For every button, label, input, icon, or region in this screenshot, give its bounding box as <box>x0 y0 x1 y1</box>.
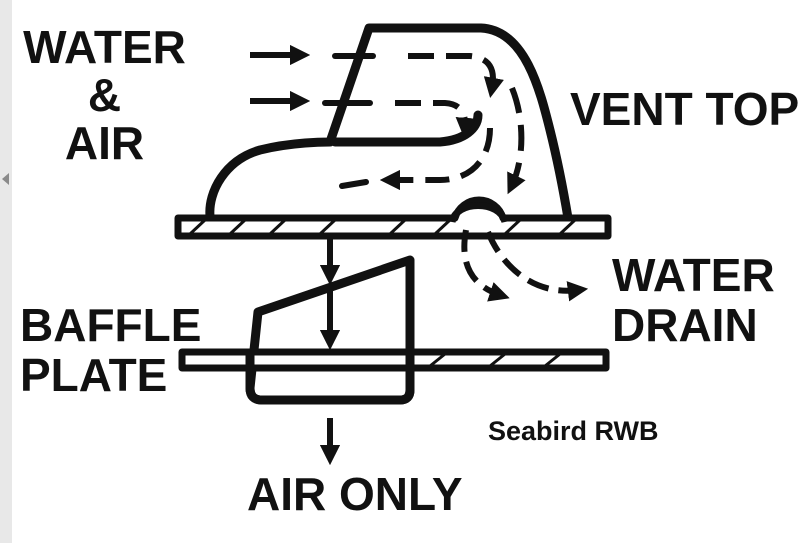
water-drain-label: WATER DRAIN <box>612 252 775 348</box>
lower-plate-hatching <box>429 352 561 368</box>
drain-hump <box>448 202 509 224</box>
left-scroll-bar[interactable] <box>0 0 12 543</box>
caret-left-icon[interactable] <box>2 173 9 185</box>
vent-top-shell <box>205 23 573 219</box>
vent-top-label: VENT TOP <box>570 83 800 135</box>
baffle-plate-label-line1: BAFFLE <box>20 299 202 351</box>
inflow-dashes <box>322 53 376 106</box>
water-air-label-line1: WATER <box>23 21 186 73</box>
baffle-lower-walls <box>245 350 415 405</box>
flow-dash-small <box>339 179 369 189</box>
flow-path-down <box>507 86 526 195</box>
baffle-plate-label: BAFFLE PLATE <box>20 302 201 398</box>
drain-arrow-left <box>461 229 510 302</box>
water-air-label: WATER & AIR <box>22 24 187 166</box>
water-drain-label-line1: WATER <box>612 249 775 301</box>
credit-label: Seabird RWB <box>488 416 659 446</box>
flow-path-outer <box>408 53 504 99</box>
drain-arrow-right <box>485 230 589 302</box>
water-air-label-line3: AIR <box>64 117 145 169</box>
water-air-label-line2: & <box>87 69 122 121</box>
flow-path-return <box>379 127 493 191</box>
baffle-plate-label-line2: PLATE <box>20 349 168 401</box>
deck-plate-lower <box>178 348 610 372</box>
air-only-label: AIR ONLY <box>247 468 463 520</box>
flow-path-inner <box>395 100 476 139</box>
vent-inner-curve <box>330 110 483 147</box>
water-drain-label-line2: DRAIN <box>612 299 758 351</box>
deck-plate-hatching <box>188 218 577 236</box>
